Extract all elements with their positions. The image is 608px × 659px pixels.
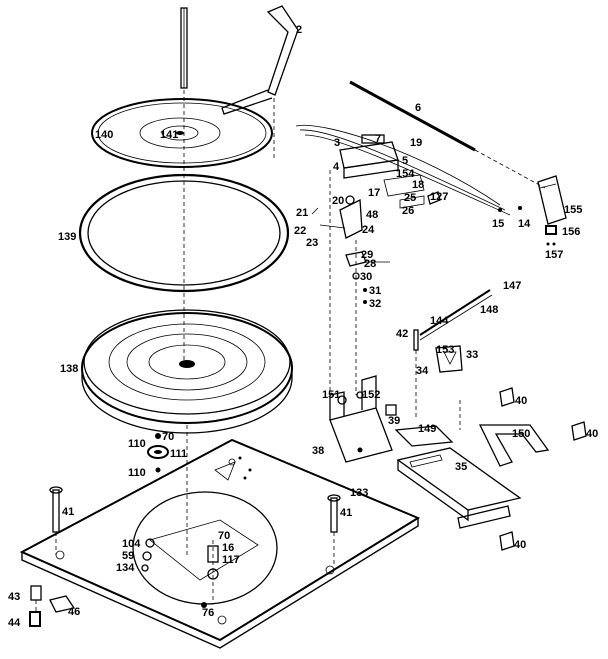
label-110-a: 110 bbox=[128, 438, 146, 450]
screw-41-left bbox=[49, 486, 63, 555]
label-133: 133 bbox=[350, 487, 368, 499]
label-43: 43 bbox=[8, 591, 20, 603]
label-134: 134 bbox=[116, 562, 135, 574]
label-25: 25 bbox=[404, 192, 416, 204]
label-117: 117 bbox=[222, 554, 240, 566]
label-38: 38 bbox=[312, 445, 324, 457]
lever-parts bbox=[413, 289, 493, 420]
label-59: 59 bbox=[122, 550, 134, 562]
label-19: 19 bbox=[410, 137, 422, 149]
label-148: 148 bbox=[480, 304, 498, 316]
label-140: 140 bbox=[95, 129, 113, 141]
label-138: 138 bbox=[60, 363, 78, 375]
platter-138 bbox=[81, 309, 293, 434]
label-40-c: 40 bbox=[514, 539, 526, 551]
label-28: 28 bbox=[364, 258, 376, 270]
label-127: 127 bbox=[430, 191, 448, 203]
foot-parts bbox=[29, 585, 76, 627]
plate-149 bbox=[394, 425, 454, 447]
label-33: 33 bbox=[466, 349, 478, 361]
mat-139 bbox=[78, 173, 290, 293]
label-141: 141 bbox=[160, 129, 178, 141]
label-44: 44 bbox=[8, 617, 21, 629]
label-40-b: 40 bbox=[586, 428, 598, 440]
label-147: 147 bbox=[503, 280, 521, 292]
label-76: 76 bbox=[202, 607, 214, 619]
label-5: 5 bbox=[402, 155, 408, 167]
label-46: 46 bbox=[68, 606, 80, 618]
label-34: 34 bbox=[416, 365, 429, 377]
tone-arm-part bbox=[221, 5, 299, 160]
spindle-part bbox=[180, 7, 188, 89]
rod-part bbox=[349, 80, 546, 189]
label-154: 154 bbox=[396, 168, 415, 180]
label-156: 156 bbox=[562, 226, 580, 238]
label-40-a: 40 bbox=[515, 395, 527, 407]
label-41-b: 41 bbox=[340, 507, 352, 519]
label-41-a: 41 bbox=[62, 506, 74, 518]
label-157: 157 bbox=[545, 249, 563, 261]
label-22: 22 bbox=[294, 225, 306, 237]
label-14: 14 bbox=[518, 218, 531, 230]
slide-35 bbox=[396, 447, 522, 529]
clip-40-parts bbox=[459, 387, 587, 551]
label-26: 26 bbox=[402, 205, 414, 217]
label-48: 48 bbox=[366, 209, 378, 221]
label-24: 24 bbox=[362, 224, 375, 236]
motor-parts bbox=[141, 538, 219, 608]
label-153: 153 bbox=[436, 344, 454, 356]
pickup-parts bbox=[498, 175, 567, 246]
label-16: 16 bbox=[222, 542, 234, 554]
label-70-a: 70 bbox=[162, 431, 174, 443]
label-110-b: 110 bbox=[128, 467, 146, 479]
label-31: 31 bbox=[369, 285, 381, 297]
label-18: 18 bbox=[412, 179, 424, 191]
label-15: 15 bbox=[492, 218, 504, 230]
label-70-b: 70 bbox=[218, 530, 230, 542]
label-30: 30 bbox=[360, 271, 372, 283]
label-17: 17 bbox=[368, 187, 380, 199]
label-23: 23 bbox=[306, 237, 318, 249]
part-labels: 2 6 140 141 139 138 3 4 5 7 19 154 17 18… bbox=[8, 24, 598, 629]
label-152: 152 bbox=[362, 389, 380, 401]
screw-41-right bbox=[327, 494, 341, 565]
label-35: 35 bbox=[455, 461, 467, 473]
label-3: 3 bbox=[334, 137, 340, 149]
label-155: 155 bbox=[564, 204, 582, 216]
label-42: 42 bbox=[396, 328, 408, 340]
label-20: 20 bbox=[332, 195, 344, 207]
label-39: 39 bbox=[388, 415, 400, 427]
label-32: 32 bbox=[369, 298, 381, 310]
disc-140 bbox=[91, 98, 273, 168]
label-111: 111 bbox=[170, 448, 187, 460]
label-104: 104 bbox=[122, 538, 141, 550]
label-151: 151 bbox=[322, 389, 340, 401]
label-21: 21 bbox=[296, 207, 308, 219]
label-144: 144 bbox=[430, 315, 449, 327]
plate-150 bbox=[478, 424, 550, 467]
label-2: 2 bbox=[296, 24, 302, 36]
label-4: 4 bbox=[333, 161, 340, 173]
label-6: 6 bbox=[415, 102, 421, 114]
label-7: 7 bbox=[375, 133, 381, 145]
bracket-38 bbox=[329, 375, 397, 463]
label-150: 150 bbox=[512, 428, 530, 440]
label-29: 29 bbox=[361, 249, 373, 261]
base-plate bbox=[19, 438, 421, 649]
bearing-part bbox=[147, 433, 169, 473]
head-assembly-parts bbox=[295, 124, 511, 420]
label-149: 149 bbox=[418, 423, 436, 435]
label-139: 139 bbox=[58, 231, 76, 243]
